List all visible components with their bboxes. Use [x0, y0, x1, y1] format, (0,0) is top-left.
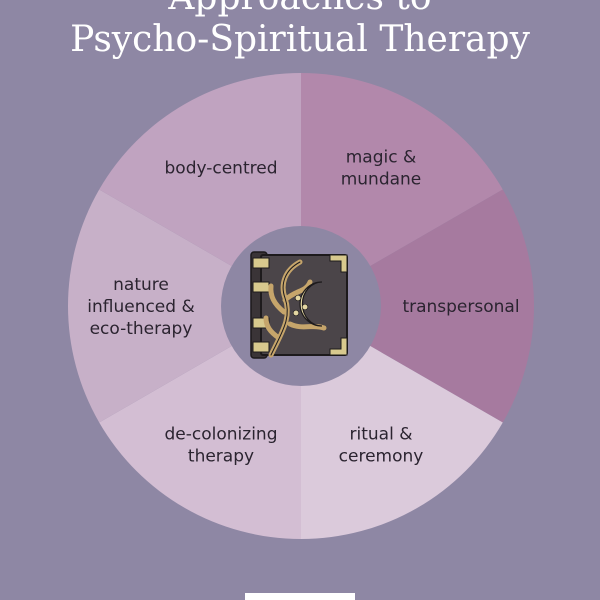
segment-label-line: ritual &: [350, 425, 413, 445]
segment-label-magic: magic &mundane: [341, 147, 422, 189]
segment-label-line: therapy: [188, 447, 254, 467]
segment-label-line: ceremony: [339, 447, 424, 467]
segment-label-line: mundane: [341, 169, 422, 189]
title-partial: Approaches to: [0, 0, 600, 18]
segment-label-line: body-centred: [165, 158, 278, 178]
segment-label-line: transpersonal: [402, 297, 519, 317]
segment-label-line: eco-therapy: [90, 319, 193, 339]
wheel-labels: magic &mundane transpersonal ritual &cerem…: [87, 147, 519, 466]
segment-transpersonal: [301, 189, 534, 423]
segment-label-line: nature: [113, 275, 169, 295]
spellbook-moon-tree-icon: [250, 251, 348, 359]
segment-label-line: de-colonizing: [165, 425, 278, 445]
segment-label-ritual: ritual &ceremony: [339, 425, 424, 467]
segment-label-body: body-centred: [165, 158, 278, 178]
segment-nature: [67, 189, 301, 423]
page-title: Psycho-Spiritual Therapy: [70, 19, 530, 60]
segment-label-line: influenced &: [87, 297, 194, 317]
segment-label-transpersonal: transpersonal: [402, 297, 519, 317]
segment-label-line: magic &: [346, 147, 417, 167]
footer-tab: [245, 593, 355, 600]
